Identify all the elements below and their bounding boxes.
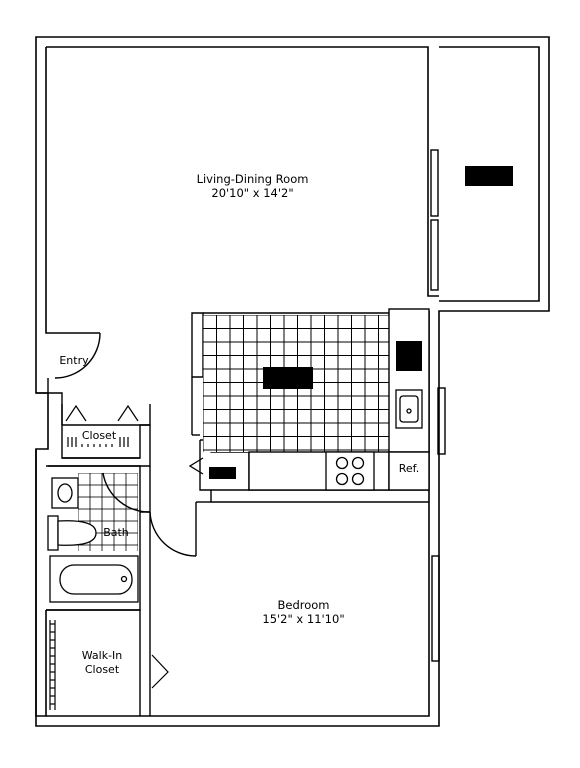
- bathtub-icon: [49, 555, 139, 603]
- closet-doors: [65, 404, 139, 422]
- living-room-dims: 20'10" x 14'2": [211, 186, 294, 200]
- windows: [430, 149, 446, 662]
- closet-rod: [67, 437, 129, 447]
- walkin-door: [151, 654, 169, 689]
- dishwasher-icon: [396, 341, 422, 371]
- stove-icon: [325, 451, 375, 491]
- walkin-closet-label: Walk-In Closet: [70, 649, 134, 677]
- living-room-name: Living-Dining Room: [196, 172, 309, 186]
- kitchen-island: [263, 367, 313, 389]
- bedroom-label: Bedroom 15'2" x 11'10": [236, 598, 371, 626]
- walkin-line2: Closet: [84, 663, 120, 676]
- living-room-label: Living-Dining Room 20'10" x 14'2": [175, 172, 330, 200]
- walkin-walls: [46, 609, 141, 716]
- ref-label: Ref.: [398, 462, 420, 475]
- kitchen-sink-icon: [395, 389, 423, 429]
- closet-walls: [48, 392, 151, 467]
- balcony-fixture: [465, 166, 513, 186]
- bedroom-door: [149, 501, 211, 557]
- closet-label: Closet: [81, 429, 117, 442]
- bath-door: [102, 472, 151, 513]
- bedroom-dims: 15'2" x 11'10": [262, 612, 345, 626]
- sink-icon: [51, 477, 79, 509]
- entry-label: Entry: [59, 354, 89, 367]
- bedroom-name: Bedroom: [277, 598, 330, 612]
- entry-door: [36, 332, 101, 394]
- entry-arrow: [188, 457, 204, 475]
- thermostat-icon: [209, 467, 236, 479]
- walkin-line1: Walk-In: [81, 649, 123, 662]
- toilet-icon: [47, 515, 97, 551]
- bath-label: Bath: [103, 526, 129, 539]
- walkin-rod: [49, 620, 56, 710]
